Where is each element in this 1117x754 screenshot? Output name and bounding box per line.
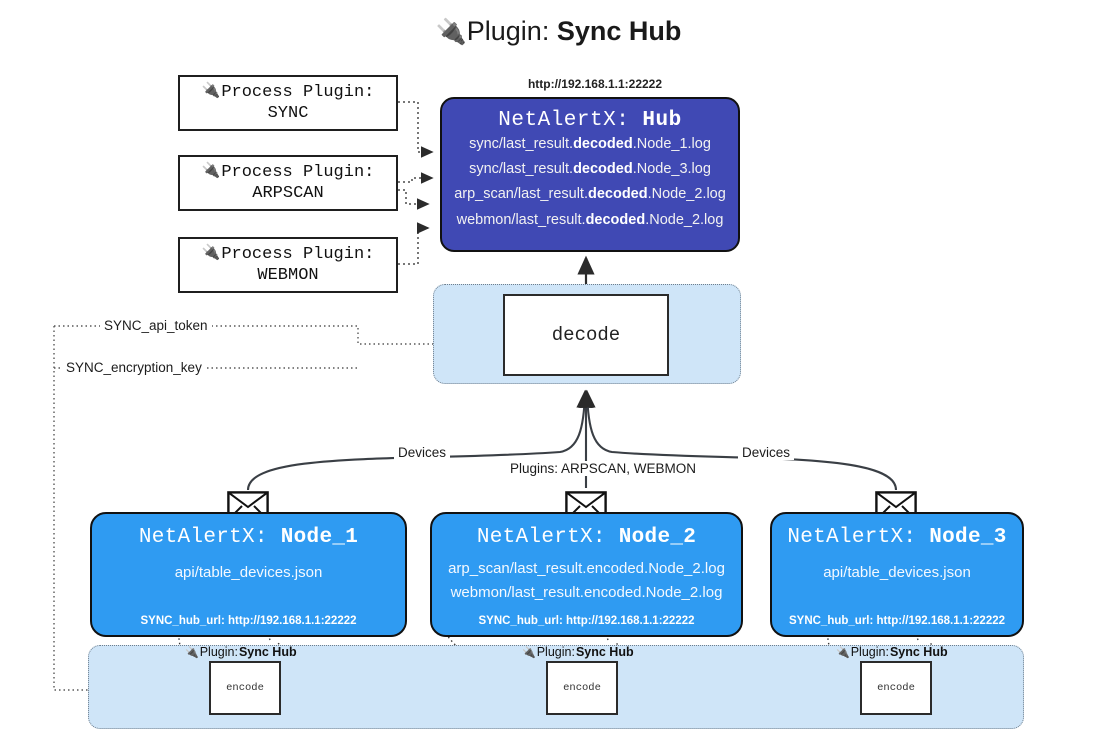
plug-icon: 🔌 <box>201 163 221 180</box>
encode-caption-1: 🔌Plugin: Sync Hub <box>185 645 297 659</box>
page-title-name: Sync Hub <box>556 16 682 46</box>
hub-log-line-3: arp_scan/last_result.decoded.Node_2.log <box>442 182 738 207</box>
node-3-line-1: api/table_devices.json <box>823 564 971 581</box>
hub-log-line-1: sync/last_result.decoded.Node_1.log <box>442 132 738 157</box>
node-card-node-2[interactable]: NetAlertX: Node_2 arp_scan/last_result.e… <box>430 512 743 637</box>
encode-caption-3: 🔌Plugin: Sync Hub <box>836 645 948 659</box>
node-3-footer: SYNC_hub_url: http://192.168.1.1:22222 <box>788 615 1006 627</box>
node-2-line-2: webmon/last_result.encoded.Node_2.log <box>450 584 723 602</box>
plug-icon: 🔌 <box>201 245 221 262</box>
node-2-title: NetAlertX: Node_2 <box>432 526 741 549</box>
process-plugin-webmon[interactable]: 🔌Process Plugin: WEBMON <box>178 237 398 293</box>
plug-icon: 🔌 <box>185 646 199 659</box>
node-3-title: NetAlertX: Node_3 <box>772 526 1022 549</box>
decode-box[interactable]: decode <box>503 294 669 376</box>
hub-log-4-pre: webmon/last_result. <box>456 211 586 228</box>
hub-log-3-pre: arp_scan/last_result. <box>454 186 588 203</box>
hub-log-4-post: .Node_2.log <box>645 211 724 228</box>
node-card-node-1[interactable]: NetAlertX: Node_1 api/table_devices.json… <box>90 512 407 637</box>
node-2-title-name: Node_2 <box>618 526 697 549</box>
plug-icon: 🔌 <box>201 83 221 100</box>
hub-log-2-post: .Node_3.log <box>632 161 711 178</box>
label-devices-left: Devices <box>394 445 451 460</box>
encode-caption-2: 🔌Plugin: Sync Hub <box>522 645 634 659</box>
hub-log-1-post: .Node_1.log <box>632 136 711 152</box>
encode-box-1[interactable]: encode <box>209 661 281 715</box>
node-3-title-prefix: NetAlertX: <box>787 526 930 549</box>
node-1-title-prefix: NetAlertX: <box>138 526 281 549</box>
process-plugin-webmon-line1: Process Plugin: <box>221 244 375 264</box>
process-plugin-arpscan[interactable]: 🔌Process Plugin: ARPSCAN <box>178 155 398 211</box>
node-card-node-3[interactable]: NetAlertX: Node_3 api/table_devices.json… <box>770 512 1024 637</box>
node-1-title-name: Node_1 <box>280 526 359 549</box>
hub-title-prefix: NetAlertX: <box>498 109 643 132</box>
edge-arpscan-to-hub-a <box>398 172 434 184</box>
plug-icon: 🔌 <box>522 646 536 659</box>
node-2-footer: SYNC_hub_url: http://192.168.1.1:22222 <box>478 615 695 627</box>
encode-caption-3-name: Sync Hub <box>889 645 948 659</box>
node-2-line-1: arp_scan/last_result.encoded.Node_2.log <box>448 560 725 577</box>
plug-icon: 🔌 <box>836 646 850 659</box>
process-plugin-arpscan-line1: Process Plugin: <box>221 162 375 182</box>
hub-log-4-strong: decoded <box>585 211 646 228</box>
page-title-prefix: Plugin: <box>466 16 557 46</box>
plug-icon: 🔌 <box>435 18 467 46</box>
node-1-footer: SYNC_hub_url: http://192.168.1.1:22222 <box>140 615 357 627</box>
page-title: 🔌Plugin: Sync Hub <box>0 16 1117 47</box>
node-2-title-prefix: NetAlertX: <box>476 526 619 549</box>
node-1-line-1: api/table_devices.json <box>174 564 323 581</box>
hub-log-3-post: .Node_2.log <box>647 186 726 203</box>
node-1-title: NetAlertX: Node_1 <box>92 526 405 549</box>
hub-log-1-strong: decoded <box>573 136 633 152</box>
edge-sync-to-hub <box>398 101 434 158</box>
edge-arpscan-to-hub-b <box>398 189 430 210</box>
hub-log-1-pre: sync/last_result. <box>469 136 574 152</box>
process-plugin-arpscan-line2: ARPSCAN <box>252 184 324 203</box>
encode-caption-1-prefix: Plugin: <box>199 645 238 659</box>
label-sync-api-token: SYNC_api_token <box>100 318 212 333</box>
process-plugin-webmon-line2: WEBMON <box>257 266 319 285</box>
label-devices-right: Devices <box>738 445 795 460</box>
hub-url-label: http://192.168.1.1:22222 <box>527 77 663 91</box>
encode-caption-2-prefix: Plugin: <box>536 645 575 659</box>
hub-log-3-strong: decoded <box>587 186 648 203</box>
node-3-title-name: Node_3 <box>929 526 1007 549</box>
hub-node[interactable]: NetAlertX: Hub sync/last_result.decoded.… <box>440 97 740 252</box>
hub-log-line-4: webmon/last_result.decoded.Node_2.log <box>442 208 738 233</box>
process-plugin-sync-line1: Process Plugin: <box>221 82 375 102</box>
edge-webmon-to-hub <box>398 222 430 265</box>
encode-caption-1-name: Sync Hub <box>238 645 297 659</box>
hub-title: NetAlertX: Hub <box>442 109 738 132</box>
hub-log-2-pre: sync/last_result. <box>469 161 574 178</box>
hub-title-name: Hub <box>642 109 682 132</box>
hub-log-2-strong: decoded <box>573 161 633 178</box>
encode-box-3[interactable]: encode <box>860 661 932 715</box>
hub-log-line-2: sync/last_result.decoded.Node_3.log <box>442 157 738 182</box>
label-plugins-middle: Plugins: ARPSCAN, WEBMON <box>506 461 701 476</box>
process-plugin-sync[interactable]: 🔌Process Plugin: SYNC <box>178 75 398 131</box>
encode-caption-2-name: Sync Hub <box>575 645 634 659</box>
encode-caption-3-prefix: Plugin: <box>850 645 889 659</box>
label-sync-encryption-key: SYNC_encryption_key <box>62 360 206 375</box>
encode-box-2[interactable]: encode <box>546 661 618 715</box>
process-plugin-sync-line2: SYNC <box>267 104 309 123</box>
